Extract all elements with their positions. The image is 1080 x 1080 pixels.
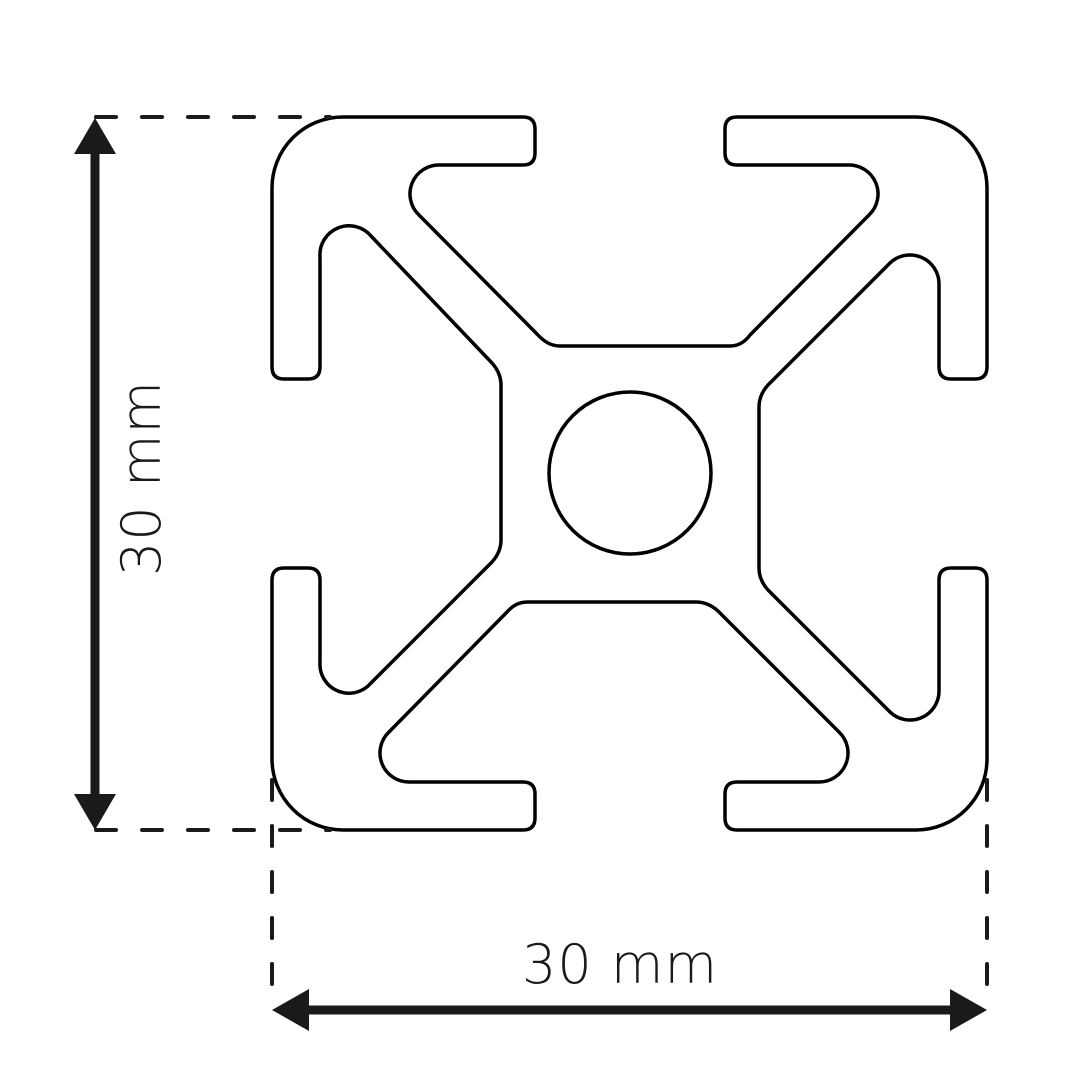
height-dimension-label: 30 mm [110,379,173,577]
center-bore [547,390,713,556]
width-dimension-label: 30 mm [522,933,719,996]
arrowheads [74,118,987,1031]
profile-outline [270,115,989,832]
arrow-right-icon [950,989,987,1031]
arrow-down-icon [74,794,116,830]
arrow-left-icon [272,989,309,1031]
arrow-up-icon [74,118,116,154]
dimension-lines [90,115,989,1015]
profile-outer-contour [270,115,989,832]
